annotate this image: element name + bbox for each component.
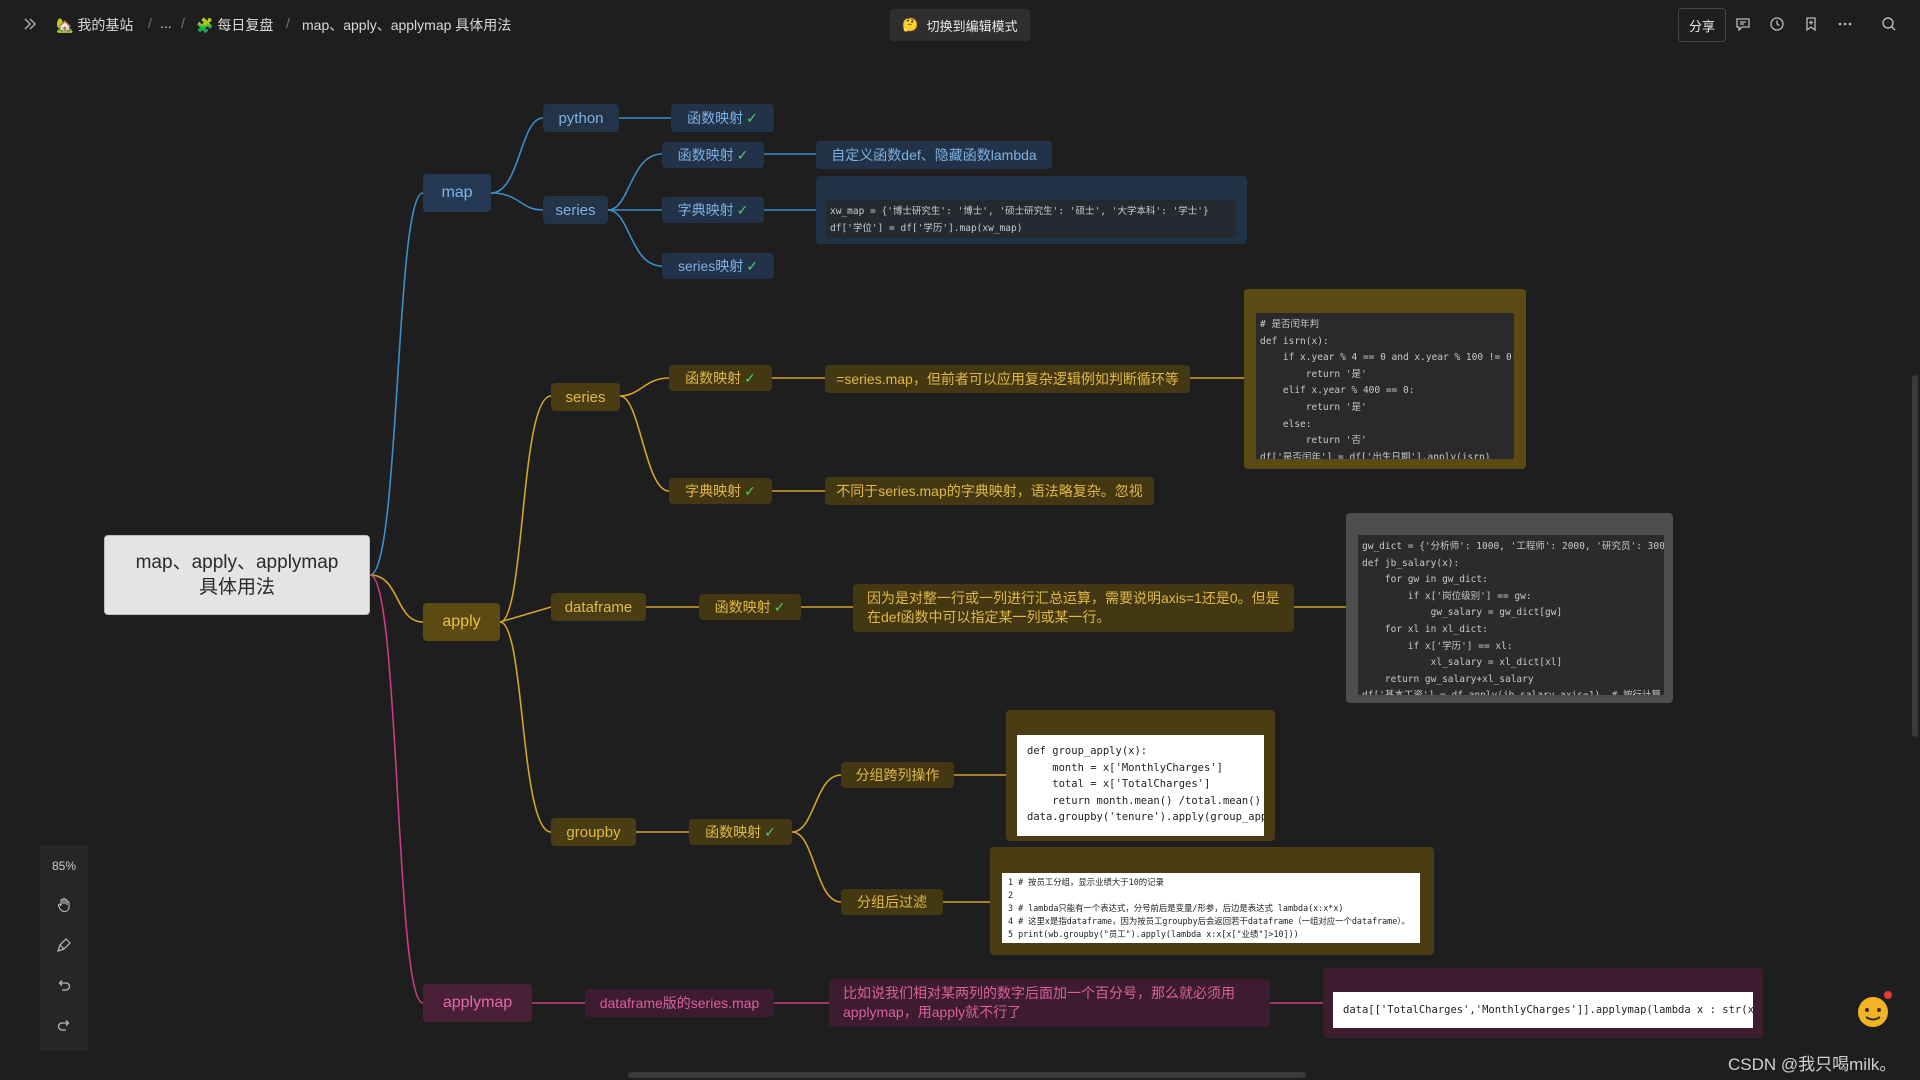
puzzle-icon: 🧩	[196, 17, 214, 33]
comment-icon[interactable]	[1731, 12, 1755, 36]
breadcrumb-separator: /	[286, 15, 290, 31]
applymap-code-card[interactable]: data[['TotalCharges','MonthlyCharges']].…	[1323, 968, 1763, 1038]
apply-dataframe-note[interactable]: 因为是对整一行或一列进行汇总运算，需要说明axis=1还是0。但是在def函数中…	[853, 584, 1294, 632]
apply-series-dict-note[interactable]: 不同于series.map的字典映射，语法略复杂。忽视	[825, 477, 1154, 505]
applymap-note[interactable]: 比如说我们相对某两列的数字后面加一个百分号，那么就必须用applymap，用ap…	[829, 979, 1270, 1027]
apply-series-code-card[interactable]: # 是否闰年判 def isrn(x): if x.year % 4 == 0 …	[1244, 289, 1526, 469]
map-python-node[interactable]: python	[543, 104, 619, 132]
apply-series-function-note[interactable]: =series.map，但前者可以应用复杂逻辑例如判断循环等	[825, 365, 1190, 393]
apply-groupby-filter-code-card[interactable]: 1 # 按员工分组，显示业绩大于10的记录 2 3 # lambda只能有一个表…	[990, 847, 1434, 955]
house-icon: 🏡	[56, 17, 74, 33]
map-node[interactable]: map	[423, 174, 491, 212]
emoji-icon: 🤔	[902, 17, 919, 32]
canvas-tools-panel: 85%	[40, 845, 88, 1051]
apply-dataframe-code-block: gw_dict = {'分析师': 1000, '工程师': 2000, '研究…	[1358, 535, 1664, 695]
check-icon: ✓	[746, 109, 758, 126]
top-bar: 🏡 我的基站 / ... / 🧩 每日复盘 / map、apply、applym…	[0, 0, 1920, 48]
apply-groupby-filter-code-block: 1 # 按员工分组，显示业绩大于10的记录 2 3 # lambda只能有一个表…	[1002, 873, 1420, 943]
applymap-node[interactable]: applymap	[423, 984, 532, 1022]
breadcrumb-current: map、apply、applymap 具体用法	[302, 17, 512, 33]
search-icon[interactable]	[1877, 12, 1901, 36]
apply-dataframe-function-node[interactable]: 函数映射✓	[699, 594, 801, 620]
map-series-series-node[interactable]: series映射✓	[662, 253, 774, 279]
apply-series-code-block: # 是否闰年判 def isrn(x): if x.year % 4 == 0 …	[1256, 313, 1514, 459]
hand-icon[interactable]	[52, 893, 76, 917]
check-icon: ✓	[736, 201, 749, 218]
zoom-level[interactable]: 85%	[51, 859, 77, 873]
horizontal-scrollbar[interactable]	[628, 1072, 1306, 1078]
bookmark-icon[interactable]	[1799, 12, 1823, 36]
check-icon: ✓	[744, 482, 756, 499]
more-icon[interactable]	[1833, 12, 1857, 36]
map-series-function-node[interactable]: 函数映射✓	[662, 142, 764, 168]
map-series-dict-node[interactable]: 字典映射✓	[662, 197, 764, 223]
apply-groupby-cross-node[interactable]: 分组跨列操作	[841, 762, 954, 788]
apply-groupby-cross-code-card[interactable]: def group_apply(x): month = x['MonthlyCh…	[1006, 710, 1275, 841]
undo-icon[interactable]	[52, 973, 76, 997]
breadcrumb-separator: /	[181, 15, 185, 31]
check-icon: ✓	[746, 257, 759, 274]
apply-node[interactable]: apply	[423, 603, 500, 641]
apply-groupby-cross-code-block: def group_apply(x): month = x['MonthlyCh…	[1017, 735, 1264, 836]
applymap-child-node[interactable]: dataframe版的series.map	[585, 989, 774, 1017]
switch-edit-mode-button[interactable]: 🤔 切换到编辑模式	[890, 9, 1030, 41]
applymap-code-block: data[['TotalCharges','MonthlyCharges']].…	[1333, 992, 1753, 1028]
apply-groupby-function-node[interactable]: 函数映射✓	[689, 819, 792, 845]
apply-series-function-node[interactable]: 函数映射✓	[669, 365, 772, 391]
apply-dataframe-node[interactable]: dataframe	[551, 593, 646, 621]
apply-series-node[interactable]: series	[551, 383, 620, 411]
watermark-text: CSDN @我只喝milk。	[1728, 1055, 1897, 1074]
map-series-dict-code-card[interactable]: xw_map = {'博士研究生': '博士', '硕士研究生': '硕士', …	[816, 176, 1247, 244]
map-code-block: xw_map = {'博士研究生': '博士', '硕士研究生': '硕士', …	[826, 200, 1236, 238]
check-icon: ✓	[744, 369, 756, 386]
share-button[interactable]: 分享	[1678, 8, 1726, 42]
apply-series-dict-node[interactable]: 字典映射✓	[669, 478, 772, 504]
breadcrumb-separator: /	[148, 15, 152, 31]
breadcrumb-home[interactable]: 🏡 我的基站	[56, 17, 134, 33]
breadcrumb-parent[interactable]: 🧩 每日复盘	[196, 17, 274, 33]
assistant-mascot-icon[interactable]	[1853, 990, 1893, 1030]
map-series-node[interactable]: series	[543, 196, 608, 224]
check-icon: ✓	[736, 146, 749, 163]
apply-groupby-node[interactable]: groupby	[551, 818, 636, 846]
map-python-function-node[interactable]: 函数映射✓	[671, 104, 774, 132]
breadcrumb-ellipsis[interactable]: ...	[160, 15, 172, 31]
redo-icon[interactable]	[52, 1013, 76, 1037]
root-node[interactable]: map、apply、applymap 具体用法	[104, 535, 370, 615]
clock-icon[interactable]	[1765, 12, 1789, 36]
brush-icon[interactable]	[52, 933, 76, 957]
double-chevron-right-icon[interactable]	[18, 12, 42, 36]
apply-groupby-filter-node[interactable]: 分组后过滤	[841, 889, 943, 915]
check-icon: ✓	[764, 823, 776, 840]
map-series-function-note[interactable]: 自定义函数def、隐藏函数lambda	[816, 141, 1052, 169]
apply-dataframe-code-card[interactable]: gw_dict = {'分析师': 1000, '工程师': 2000, '研究…	[1346, 513, 1673, 703]
check-icon: ✓	[773, 598, 786, 615]
vertical-scrollbar[interactable]	[1912, 375, 1918, 737]
